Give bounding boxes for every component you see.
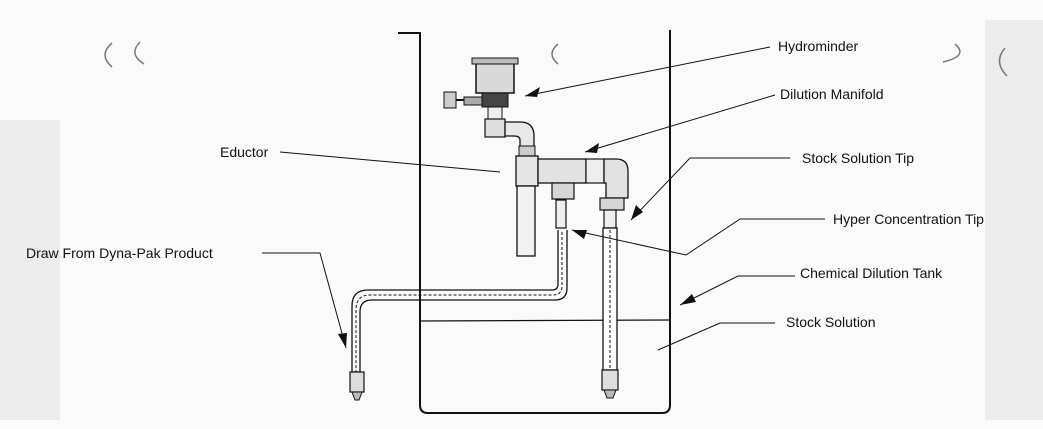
binder-mark-right-2	[998, 47, 1008, 77]
leader-stock-solution	[657, 322, 775, 351]
right-bleed-through	[985, 20, 1043, 420]
label-chemical-dilution-tank: Chemical Dilution Tank	[800, 265, 943, 281]
leader-hyper-concentration-tip	[571, 218, 825, 256]
leader-stock-solution-tip	[630, 157, 790, 221]
label-draw-from-product: Draw From Dyna-Pak Product	[26, 245, 213, 261]
left-bleed-through	[0, 120, 60, 420]
label-dilution-manifold: Dilution Manifold	[780, 86, 884, 102]
label-stock-solution-tip: Stock Solution Tip	[802, 150, 914, 166]
chemical-dilution-tank-outline	[398, 30, 671, 414]
hydrominder-unit	[443, 57, 519, 138]
label-hyper-concentration-tip: Hyper Concentration Tip	[833, 211, 984, 227]
dilution-manifold	[537, 158, 629, 211]
binder-mark-right-1	[942, 43, 961, 63]
label-stock-solution: Stock Solution	[786, 314, 876, 330]
stock-solution-tube	[601, 209, 619, 399]
label-eductor: Eductor	[220, 144, 269, 160]
stock-solution-level	[419, 319, 671, 322]
leader-lines	[262, 46, 825, 351]
leader-eductor	[279, 151, 501, 173]
hydrominder-elbow	[504, 121, 535, 149]
binder-mark-center	[551, 43, 559, 65]
leader-hydrominder	[524, 46, 771, 97]
eductor-body	[515, 145, 539, 257]
label-hydrominder: Hydrominder	[778, 38, 858, 54]
leader-draw-from-product	[262, 252, 347, 349]
hyper-concentration-tube	[349, 199, 568, 401]
binder-mark-left-1	[104, 42, 113, 68]
leader-dilution-manifold	[584, 94, 776, 153]
binder-mark-left-2	[134, 41, 145, 65]
leader-chemical-dilution-tank	[679, 275, 795, 306]
